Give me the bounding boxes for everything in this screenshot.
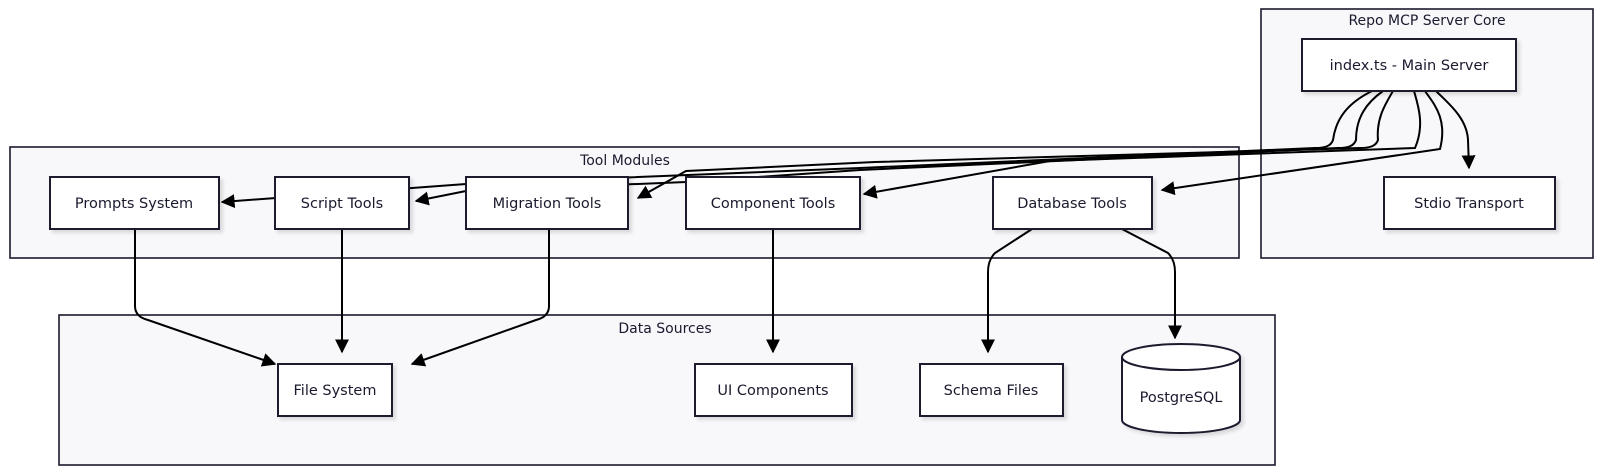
node-label-migration: Migration Tools: [493, 196, 602, 212]
node-label-ui: UI Components: [717, 383, 828, 399]
node-label-database: Database Tools: [1017, 196, 1127, 212]
node-migration-tools[interactable]: Migration Tools: [465, 176, 629, 230]
node-ui-components[interactable]: UI Components: [694, 363, 853, 417]
node-stdio-transport[interactable]: Stdio Transport: [1383, 176, 1556, 230]
node-database-tools[interactable]: Database Tools: [992, 176, 1153, 230]
edge-database-to-schema: [981, 228, 1033, 354]
cluster-label-data: Data Sources: [618, 321, 711, 337]
node-label-schema: Schema Files: [944, 383, 1039, 399]
cluster-label-core: Repo MCP Server Core: [1348, 13, 1505, 29]
edge-main-to-database: [1160, 90, 1444, 196]
node-label-script: Script Tools: [301, 196, 383, 212]
node-label-filesystem: File System: [294, 383, 377, 399]
edge-main-to-migration: [636, 90, 1394, 199]
edges: [134, 90, 1476, 367]
node-prompts-system[interactable]: Prompts System: [49, 176, 220, 230]
node-label-main: index.ts - Main Server: [1330, 58, 1489, 74]
node-component-tools[interactable]: Component Tools: [685, 176, 861, 230]
node-main-server[interactable]: index.ts - Main Server: [1301, 38, 1517, 92]
node-label-stdio: Stdio Transport: [1414, 196, 1524, 212]
node-file-system[interactable]: File System: [277, 363, 393, 417]
cluster-label-tools: Tool Modules: [579, 153, 670, 169]
cluster-data-sources: Data Sources: [58, 314, 1276, 466]
database-cylinder-icon: [1121, 343, 1241, 434]
node-postgresql[interactable]: PostgreSQL: [1121, 343, 1241, 434]
edge-prompts-to-filesystem: [134, 229, 277, 367]
edge-migration-to-filesystem: [410, 229, 550, 367]
edge-database-to-postgres: [1121, 228, 1182, 340]
edge-main-to-stdio: [1435, 90, 1476, 170]
node-label-prompts: Prompts System: [75, 196, 193, 212]
node-script-tools[interactable]: Script Tools: [274, 176, 410, 230]
edge-main-to-script: [414, 90, 1384, 206]
edge-main-to-component: [862, 90, 1422, 199]
node-schema-files[interactable]: Schema Files: [919, 363, 1064, 417]
node-label-component: Component Tools: [711, 196, 836, 212]
node-label-postgres: PostgreSQL: [1140, 390, 1223, 406]
edge-main-to-prompts: [220, 90, 1373, 209]
